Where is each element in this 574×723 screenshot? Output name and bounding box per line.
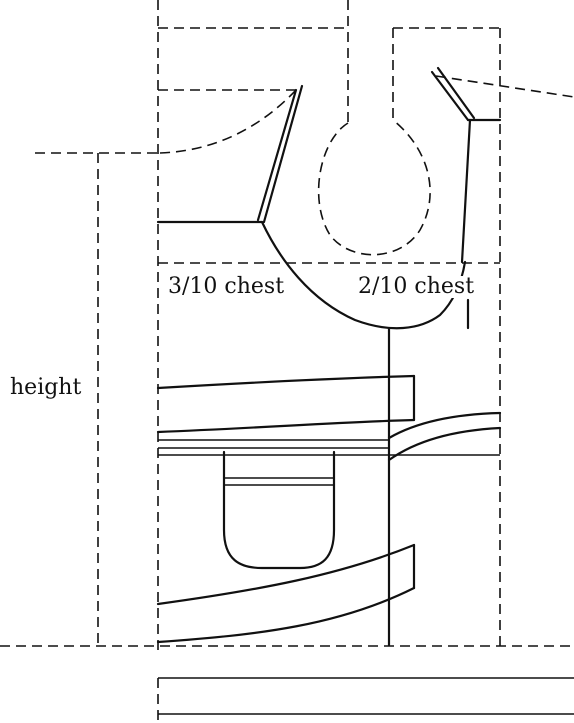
pattern-outlines bbox=[156, 66, 574, 715]
right-band-bottom bbox=[387, 426, 502, 462]
right-shoulder-line bbox=[435, 75, 574, 98]
left-shoulder-edge-a bbox=[256, 88, 298, 222]
height-label: height bbox=[10, 375, 82, 400]
right-chest-label: 2/10 chest bbox=[356, 274, 477, 299]
pocket-outline bbox=[222, 450, 336, 570]
left-chest-label: 3/10 chest bbox=[166, 274, 287, 299]
right-shoulder-edge-b bbox=[436, 66, 476, 120]
upper-band-bottom bbox=[156, 418, 416, 434]
right-armhole-drop bbox=[460, 118, 472, 264]
right-shoulder-edge-a bbox=[430, 70, 470, 122]
lower-band-top bbox=[156, 543, 416, 606]
left-shoulder-edge-b bbox=[262, 84, 304, 224]
right-band-top bbox=[387, 411, 502, 440]
lower-band-bottom bbox=[156, 586, 416, 644]
armhole-dashed bbox=[317, 119, 431, 256]
upper-band-top bbox=[156, 374, 416, 390]
back-neck-curve bbox=[159, 87, 299, 154]
